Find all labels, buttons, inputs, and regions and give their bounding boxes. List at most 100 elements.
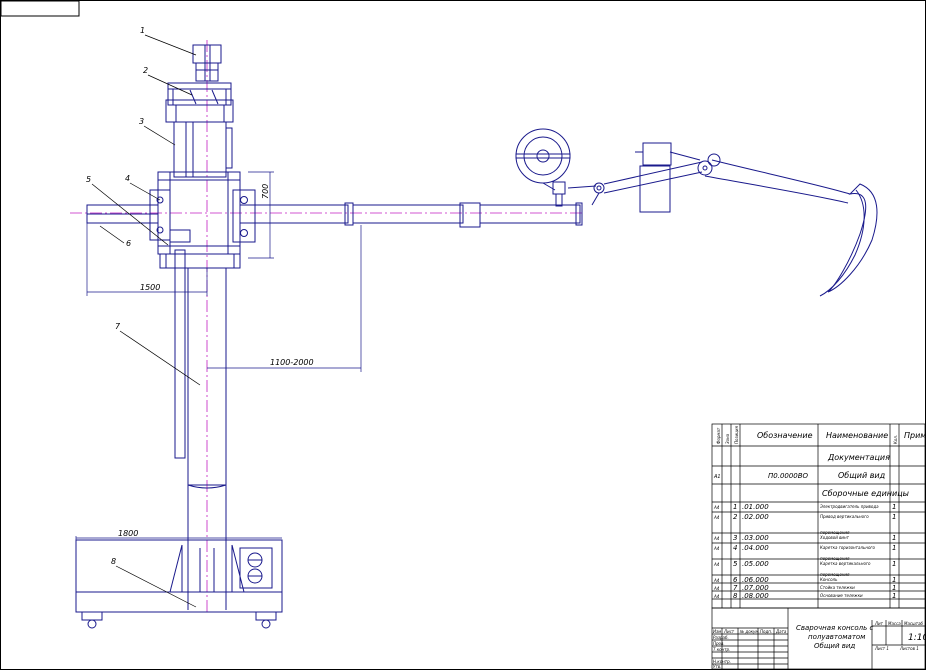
spec-row-name: Привод вертикального [820,514,869,519]
spec-row-format: А4 [713,562,720,567]
mass-label: Масса [888,621,901,626]
callout-1: 1 [140,26,145,35]
spec-row-designation: .07.000 [742,584,769,592]
col-izm: Изм [713,629,721,634]
spec-row-qty: 1 [892,584,896,592]
callout-8: 8 [111,557,116,566]
callout-7: 7 [115,322,121,331]
spec-row-name: Каретка вертикального [820,561,871,566]
dimension-texts: 700 1500 1100-2000 1800 [118,184,314,538]
spec-row-qty: 1 [892,534,896,542]
spec-row-name: Стойка тележки [820,585,855,590]
spec-row-designation: .01.000 [742,503,769,511]
dim-700: 700 [261,184,270,199]
spec-row-qty: 1 [892,513,896,521]
sheet-label: Лист 1 [874,646,889,651]
col-data: Дата [775,629,787,634]
role-utv: Утв. [713,664,721,669]
dim-1800: 1800 [118,529,138,538]
spec-row-name: Ходовой винт [819,535,850,540]
spec-row-pos: 6 [733,576,738,584]
spec-row-designation: .02.000 [742,513,769,521]
lit-label: Лит [874,621,884,626]
spec-row-name: Каретка горизонтального [820,545,875,550]
spec-row-designation: .03.000 [742,534,769,542]
section-units: Сборочные единицы [822,489,909,498]
spec-row-name-cont: перемещения [820,572,850,577]
hdr-note: Прим. [904,431,926,440]
spec-row-name-cont: перемещения [820,556,850,561]
col-podp: Подп. [760,629,772,634]
docs-designation: П0.0000ВО [768,472,809,480]
docs-name: Общий вид [838,471,886,480]
col-ndoc: № докум. [739,629,760,634]
spec-row-pos: 8 [733,592,738,600]
callout-5: 5 [86,175,91,184]
spec-row-designation: .08.000 [742,592,769,600]
horizontal-arm [86,128,878,297]
spec-row-designation: .05.000 [742,560,769,568]
spec-row-format: А4 [713,505,720,510]
docs-format: А1 [713,474,721,480]
role-razrab: Разраб. [713,635,729,640]
col-list: Лист [723,629,735,634]
scale-label: Масштаб [904,621,924,626]
title-block-texts: Сварочная консоль с полуавтоматом Общий … [713,621,926,669]
dim-1100-2000: 1100-2000 [270,358,314,367]
spec-row-designation: .04.000 [742,544,769,552]
title-block [711,607,926,670]
spec-row-name-cont: перемещения [820,530,850,535]
hdr-name: Наименование [826,431,888,440]
spec-row-format: А4 [713,594,720,599]
spec-row-pos: 3 [733,534,737,542]
spec-row-format: А4 [713,515,720,520]
title-line-1: Сварочная консоль с [796,624,874,632]
spec-table-headers: Формат Зона Позиция Обозначение Наименов… [713,425,926,498]
spec-row-designation: .06.000 [742,576,769,584]
hdr-format: Формат [716,427,721,444]
hdr-designation: Обозначение [757,431,813,440]
role-nkontr: Н.контр. [713,659,731,664]
title-line-3: Общий вид [814,642,855,650]
spec-row-name: Консоль [820,577,838,582]
spec-row-name: Электродвигатель привода [819,504,879,509]
spec-row-format: А4 [713,536,720,541]
callout-leaders [91,34,201,608]
spec-row-qty: 1 [892,592,896,600]
spec-row-qty: 1 [892,576,896,584]
callout-6: 6 [126,239,131,248]
base-trolley [75,539,283,629]
title-line-2: полуавтоматом [808,633,866,641]
spec-row-pos: 4 [733,544,737,552]
spec-row-pos: 5 [733,560,738,568]
spec-row-format: А4 [713,586,720,591]
hdr-position: Позиция [734,425,739,444]
specification-table [711,423,926,609]
callout-4: 4 [125,174,130,183]
column-assembly [149,44,256,610]
spec-row-format: А4 [713,578,720,583]
callout-2: 2 [143,66,148,75]
hdr-qty: Кол. [893,435,898,444]
section-docs: Документация [827,453,890,462]
spec-row-name: Основание тележки [820,593,863,598]
spec-row-qty: 1 [892,560,896,568]
spec-row-qty: 1 [892,544,896,552]
dim-1500: 1500 [140,283,160,292]
spec-row-pos: 1 [733,503,737,511]
role-prov: Пров. [713,641,725,646]
role-tkontr: Т.контр. [713,647,730,652]
dimension-lines [75,171,362,540]
spec-row-pos: 2 [733,513,738,521]
spec-row-pos: 7 [733,584,738,592]
spec-row-qty: 1 [892,503,896,511]
sheets-label: Листов 1 [899,646,919,651]
hdr-zone: Зона [725,433,730,444]
centerlines [70,40,585,612]
spec-row-format: А4 [713,546,720,551]
callout-labels: 1 2 3 4 5 6 7 8 [86,26,148,566]
callout-3: 3 [139,117,144,126]
